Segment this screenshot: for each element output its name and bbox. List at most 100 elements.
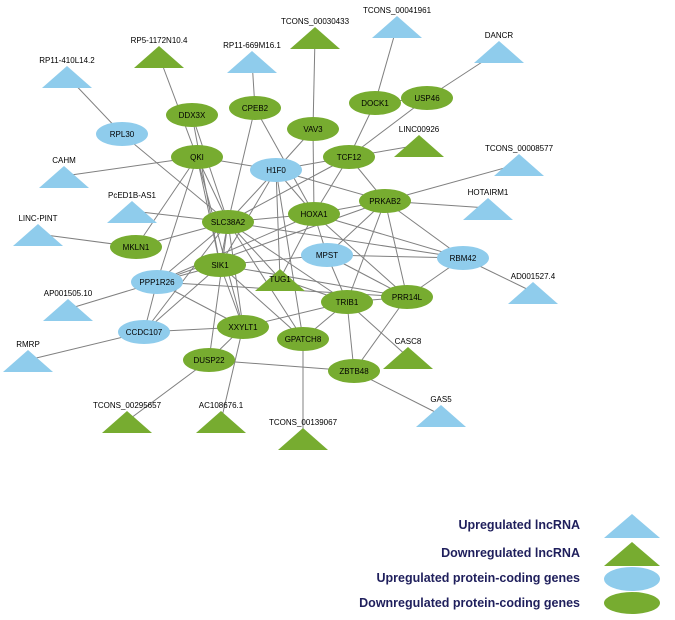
ellipse-icon <box>194 253 246 277</box>
node-label: HOTAIRM1 <box>468 188 509 197</box>
node-zbtb48[interactable]: ZBTB48 <box>328 359 380 383</box>
node-label: PPP1R26 <box>139 278 175 287</box>
node-slc38a2[interactable]: SLC38A2 <box>202 210 254 234</box>
node-label: DDX3X <box>179 111 206 120</box>
node-tcons-00139067[interactable]: TCONS_00139067 <box>269 418 338 450</box>
node-label: AP001505.10 <box>44 289 93 298</box>
node-label: HOXA1 <box>300 210 328 219</box>
node-tcons-00041961[interactable]: TCONS_00041961 <box>363 6 432 38</box>
node-label: RBM42 <box>450 254 477 263</box>
ellipse-icon <box>110 235 162 259</box>
node-usp46[interactable]: USP46 <box>401 86 453 110</box>
edge-prkab2-trib1 <box>346 200 386 303</box>
node-tcf12[interactable]: TCF12 <box>323 145 375 169</box>
node-hotairm1[interactable]: HOTAIRM1 <box>463 188 513 220</box>
node-h1f0[interactable]: H1F0 <box>250 158 302 182</box>
triangle-icon <box>383 347 433 369</box>
triangle-icon <box>39 166 89 188</box>
node-mpst[interactable]: MPST <box>301 243 353 267</box>
node-label: TCONS_00008577 <box>485 144 554 153</box>
ellipse-icon <box>321 290 373 314</box>
node-linc-pint[interactable]: LINC-PINT <box>13 214 63 246</box>
node-tcons-00295657[interactable]: TCONS_00295657 <box>93 401 162 433</box>
edge-xxylt1-ac108676 <box>220 326 244 422</box>
ellipse-icon <box>349 91 401 115</box>
ellipse-icon <box>131 270 183 294</box>
node-label: GPATCH8 <box>285 335 322 344</box>
node-linc00926[interactable]: LINC00926 <box>394 125 444 157</box>
edge-h1f0-gpatch8 <box>275 169 304 340</box>
node-ap001505-10[interactable]: AP001505.10 <box>43 289 93 321</box>
node-tcons-00030433[interactable]: TCONS_00030433 <box>281 17 350 49</box>
node-label: GAS5 <box>430 395 452 404</box>
node-gpatch8[interactable]: GPATCH8 <box>277 327 329 351</box>
edge-prkab2-ppp1r26 <box>156 200 386 283</box>
edge-tcf12-slc38a2 <box>227 156 350 223</box>
node-hoxa1[interactable]: HOXA1 <box>288 202 340 226</box>
node-rpl30[interactable]: RPL30 <box>96 122 148 146</box>
ellipse-icon <box>328 359 380 383</box>
edge-qki-ppp1r26 <box>156 156 198 283</box>
node-label: DOCK1 <box>361 99 389 108</box>
triangle-icon <box>463 198 513 220</box>
node-prr14l[interactable]: PRR14L <box>381 285 433 309</box>
node-mkln1[interactable]: MKLN1 <box>110 235 162 259</box>
node-cahm[interactable]: CAHM <box>39 156 89 188</box>
ellipse-icon <box>118 320 170 344</box>
node-rp11-669m16-1[interactable]: RP11-669M16.1 <box>223 41 281 73</box>
ellipse-icon <box>301 243 353 267</box>
ellipse-icon <box>437 246 489 270</box>
triangle-icon <box>255 269 305 291</box>
node-tcons-00008577[interactable]: TCONS_00008577 <box>485 144 554 176</box>
node-dusp22[interactable]: DUSP22 <box>183 348 235 372</box>
node-label: CPEB2 <box>242 104 269 113</box>
node-label: RP5-1172N10.4 <box>131 36 188 45</box>
node-casc8[interactable]: CASC8 <box>383 337 433 369</box>
node-rp11-410l14-2[interactable]: RP11-410L14.2 <box>39 56 95 88</box>
node-sik1[interactable]: SIK1 <box>194 253 246 277</box>
node-label: LINC-PINT <box>18 214 57 223</box>
node-label: CCDC107 <box>126 328 163 337</box>
node-pced1b-as1[interactable]: PcED1B-AS1 <box>107 191 157 223</box>
node-label: AD001527.4 <box>511 272 556 281</box>
node-label: TRIB1 <box>336 298 359 307</box>
node-gas5[interactable]: GAS5 <box>416 395 466 427</box>
node-label: RPL30 <box>110 130 135 139</box>
triangle-icon <box>394 135 444 157</box>
node-label: CAHM <box>52 156 76 165</box>
node-rmrp[interactable]: RMRP <box>3 340 53 372</box>
node-ppp1r26[interactable]: PPP1R26 <box>131 270 183 294</box>
node-label: SIK1 <box>211 261 229 270</box>
node-label: H1F0 <box>266 166 286 175</box>
ellipse-icon <box>171 145 223 169</box>
triangle-icon <box>42 66 92 88</box>
node-vav3[interactable]: VAV3 <box>287 117 339 141</box>
node-rp5-1172n10-4[interactable]: RP5-1172N10.4 <box>131 36 188 68</box>
node-cpeb2[interactable]: CPEB2 <box>229 96 281 120</box>
ellipse-icon <box>217 315 269 339</box>
node-dancr[interactable]: DANCR <box>474 31 524 63</box>
node-label: PcED1B-AS1 <box>108 191 157 200</box>
triangle-icon <box>290 27 340 49</box>
node-tug1[interactable]: TUG1 <box>255 269 305 291</box>
node-label: USP46 <box>414 94 440 103</box>
edge-qki-mkln1 <box>135 156 198 248</box>
network-edges <box>27 25 534 438</box>
node-qki[interactable]: QKI <box>171 145 223 169</box>
ellipse-icon <box>250 158 302 182</box>
node-rbm42[interactable]: RBM42 <box>437 246 489 270</box>
triangle-icon <box>474 41 524 63</box>
node-label: XXYLT1 <box>228 323 258 332</box>
node-label: PRKAB2 <box>369 197 401 206</box>
node-ddx3x[interactable]: DDX3X <box>166 103 218 127</box>
node-trib1[interactable]: TRIB1 <box>321 290 373 314</box>
edge-sik1-ccdc107 <box>143 264 221 333</box>
node-label: TCF12 <box>337 153 362 162</box>
node-xxylt1[interactable]: XXYLT1 <box>217 315 269 339</box>
node-ac108676-1[interactable]: AC108676.1 <box>196 401 246 433</box>
node-prkab2[interactable]: PRKAB2 <box>359 189 411 213</box>
node-dock1[interactable]: DOCK1 <box>349 91 401 115</box>
node-ccdc107[interactable]: CCDC107 <box>118 320 170 344</box>
node-label: TCONS_00139067 <box>269 418 338 427</box>
node-ad001527-4[interactable]: AD001527.4 <box>508 272 558 304</box>
